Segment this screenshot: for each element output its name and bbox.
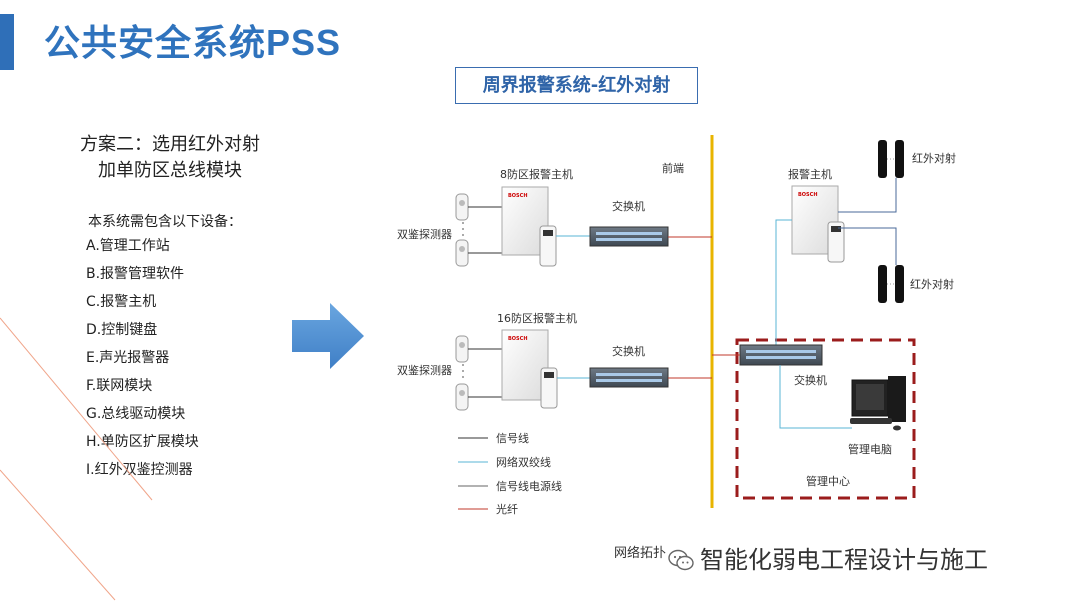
core-switch-icon xyxy=(739,344,823,366)
topology-caption: 网络拓扑 xyxy=(614,546,667,561)
scheme-title-line2: 加单防区总线模块 xyxy=(98,160,242,181)
management-center-frame xyxy=(735,338,916,500)
ir-beam-label: 红外对射 xyxy=(910,277,954,291)
dual-detector-icon xyxy=(455,239,469,267)
keypad-icon xyxy=(539,225,557,267)
page-title: 公共安全系统PSS xyxy=(44,22,342,63)
diagram-title: 周界报警系统-红外对射 xyxy=(455,67,698,104)
management-center-label: 管理中心 xyxy=(806,474,850,488)
equipment-item: I.红外双鉴控测器 xyxy=(86,462,193,478)
switch-label: 交换机 xyxy=(612,199,645,213)
equipment-item: E.声光报警器 xyxy=(86,350,170,366)
panel-8-label: 8防区报警主机 xyxy=(500,167,573,181)
panel-brand: BOSCH xyxy=(798,192,818,198)
management-computer-icon xyxy=(850,376,906,431)
equipment-item: C.报警主机 xyxy=(86,294,157,310)
legend-label: 光纤 xyxy=(496,502,518,516)
legend-label: 信号线 xyxy=(496,431,529,445)
panel-brand: BOSCH xyxy=(508,193,528,199)
ir-beam-label: 红外对射 xyxy=(912,151,956,165)
equipment-item: H.单防区扩展模块 xyxy=(86,434,199,450)
network-switch-icon xyxy=(589,226,669,247)
network-cable xyxy=(779,365,852,429)
equipment-item: A.管理工作站 xyxy=(86,238,170,254)
panel-brand: BOSCH xyxy=(508,336,528,342)
watermark-text: 智能化弱电工程设计与施工 xyxy=(700,546,988,574)
equipment-list: A.管理工作站 B.报警管理软件 C.报警主机 D.控制键盘 E.声光报警器 F… xyxy=(86,236,199,488)
detector-label: 双鉴探测器 xyxy=(397,364,452,377)
decor-line xyxy=(0,469,116,601)
dual-detector-icon xyxy=(455,335,469,363)
panel-16-label: 16防区报警主机 xyxy=(497,311,577,325)
panel-right-label: 报警主机 xyxy=(788,167,832,181)
equipment-item: F.联网模块 xyxy=(86,378,153,394)
keypad-icon xyxy=(827,221,845,263)
front-end-label: 前端 xyxy=(662,161,684,175)
ir-beam-icon xyxy=(878,265,904,303)
legend-label: 信号线电源线 xyxy=(496,479,562,493)
equipment-item: B.报警管理软件 xyxy=(86,266,185,282)
wechat-icon xyxy=(668,549,694,571)
signal-power-line xyxy=(838,178,897,213)
legend-label: 网络双绞线 xyxy=(496,455,551,469)
equipment-item: G.总线驱动模块 xyxy=(86,406,186,422)
equipment-item: D.控制键盘 xyxy=(86,322,158,338)
detector-label: 双鉴探测器 xyxy=(397,228,452,241)
decor-line xyxy=(0,317,153,501)
watermark: 智能化弱电工程设计与施工 xyxy=(668,540,988,575)
legend: 信号线 网络双绞线 信号线电源线 光纤 xyxy=(458,431,562,516)
dual-detector-icon xyxy=(455,383,469,411)
dual-detector-icon xyxy=(455,193,469,221)
flow-arrow-icon xyxy=(292,303,364,369)
keypad-icon xyxy=(540,367,558,409)
ir-beam-icon xyxy=(878,140,904,178)
equipment-heading: 本系统需包含以下设备： xyxy=(88,214,242,230)
alarm-panel-16-icon: BOSCH xyxy=(501,329,549,401)
scheme-title-line1: 方案二：选用红外对射 xyxy=(80,134,260,155)
scheme-title: 方案二：选用红外对射 加单防区总线模块 xyxy=(40,132,300,184)
core-switch-label: 交换机 xyxy=(794,373,827,387)
network-switch-icon xyxy=(589,367,669,388)
network-cable xyxy=(775,219,792,348)
workstation-label: 管理电脑 xyxy=(848,442,892,456)
signal-power-line xyxy=(838,227,897,265)
switch-label: 交换机 xyxy=(612,344,645,358)
title-accent-bar xyxy=(0,14,14,70)
